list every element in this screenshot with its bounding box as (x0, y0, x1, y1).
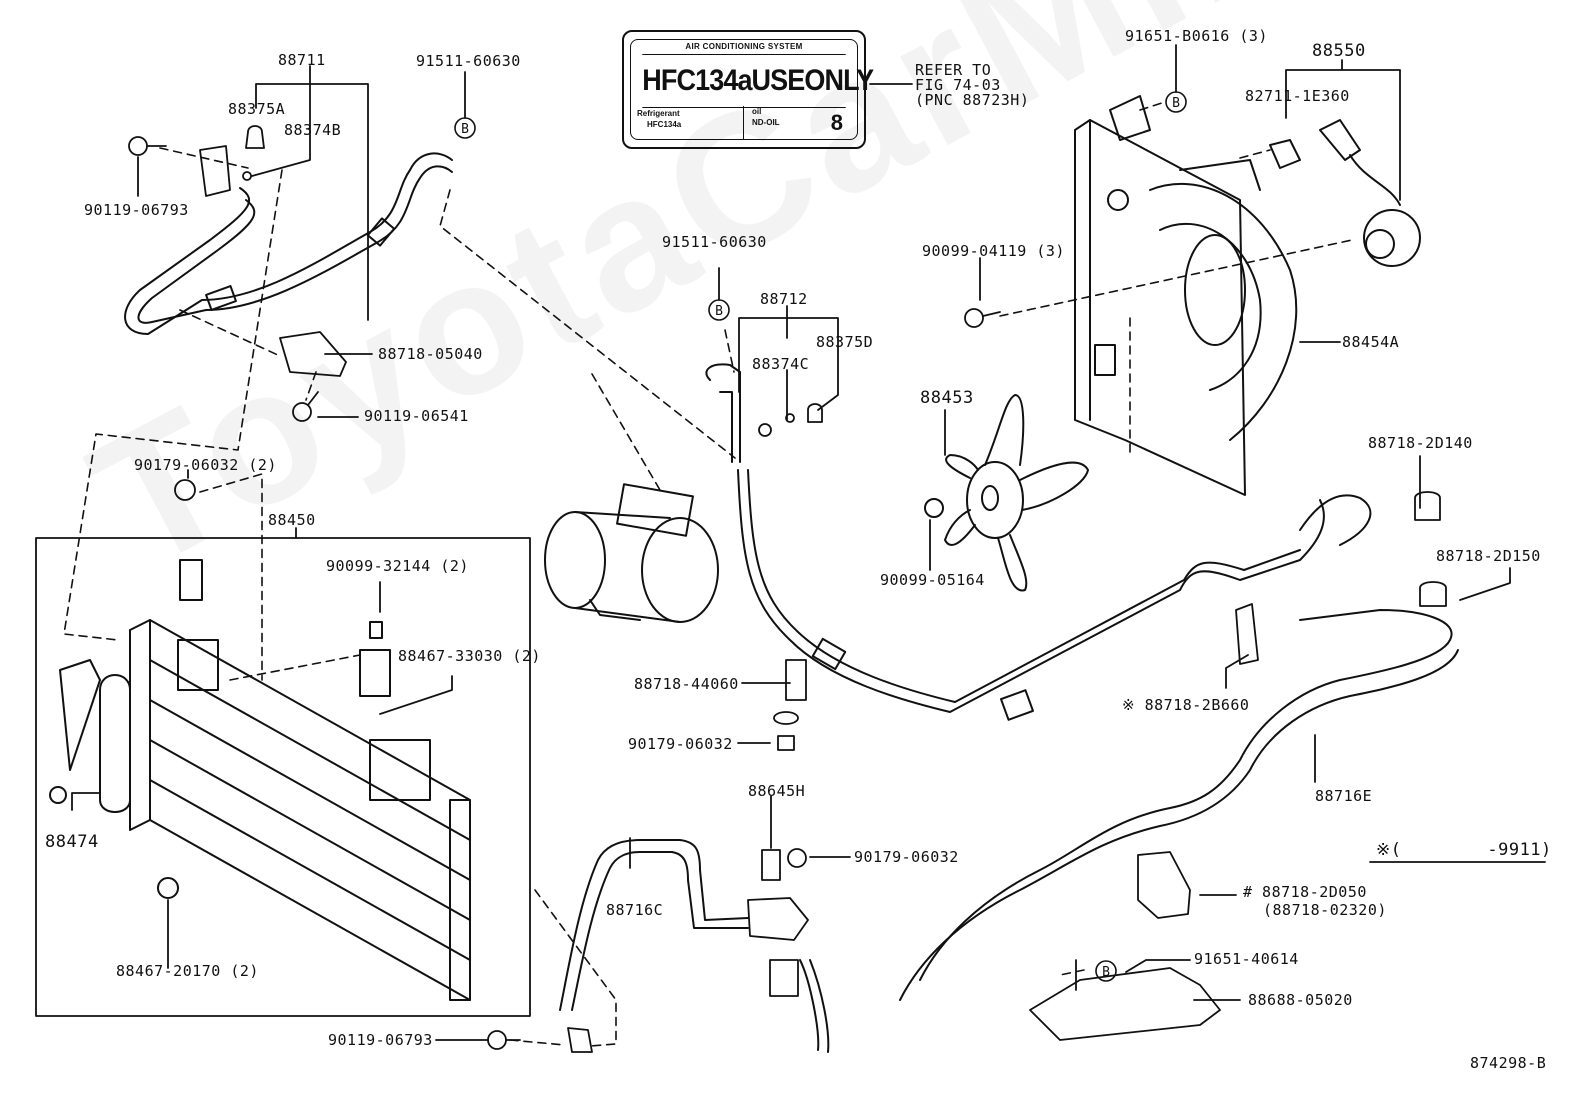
part-88718-2D150[interactable]: 88718-2D150 (1436, 547, 1541, 565)
part-88716E[interactable]: 88716E (1315, 787, 1373, 805)
part-90179-06032-x2[interactable]: 90179-06032 (2) (134, 456, 277, 474)
part-88467-20170[interactable]: 88467-20170 (2) (116, 962, 259, 980)
callout-b-4: B (1102, 965, 1110, 980)
plate-refrigerant-label: Refrigerant (637, 109, 680, 118)
figure-id: 874298-B (1470, 1054, 1547, 1072)
part-91651-B0616[interactable]: 91651-B0616 (3) (1125, 27, 1268, 45)
footnote-date-range: ※( -9911) (1376, 840, 1552, 860)
part-88374C[interactable]: 88374C (752, 355, 810, 373)
part-88474[interactable]: 88474 (45, 832, 99, 852)
part-88718-44060[interactable]: 88718-44060 (634, 675, 739, 693)
part-88467-33030[interactable]: 88467-33030 (2) (398, 647, 541, 665)
condenser-88450 (49, 559, 471, 1001)
part-88688-05020[interactable]: 88688-05020 (1248, 991, 1353, 1009)
part-91651-40614[interactable]: 91651-40614 (1194, 950, 1299, 968)
part-88550[interactable]: 88550 (1312, 41, 1366, 61)
part-88375D[interactable]: 88375D (816, 333, 874, 351)
fasteners (128, 125, 1447, 1053)
part-90099-32144[interactable]: 90099-32144 (2) (326, 557, 469, 575)
fan-88453 (924, 394, 1089, 592)
part-91511-60630-top[interactable]: 91511-60630 (416, 52, 521, 70)
refer-line-2: FIG 74-03 (915, 76, 1001, 94)
plate-oil: oil ND-OIL (743, 106, 780, 140)
part-88375A[interactable]: 88375A (228, 100, 286, 118)
part-88450[interactable]: 88450 (268, 511, 316, 529)
leader-lines (35, 44, 1546, 1041)
callout-b-1: B (461, 122, 469, 137)
hose-88716C (559, 839, 830, 1053)
part-88718-2D140[interactable]: 88718-2D140 (1368, 434, 1473, 452)
refer-line-3: (PNC 88723H) (915, 91, 1030, 109)
part-90119-06541[interactable]: 90119-06541 (364, 407, 469, 425)
part-90179-06032-low[interactable]: 90179-06032 (854, 848, 959, 866)
part-91511-60630-mid[interactable]: 91511-60630 (662, 233, 767, 251)
part-88718-2B660[interactable]: ※ 88718-2B660 (1122, 696, 1250, 714)
part-90099-04119[interactable]: 90099-04119 (3) (922, 242, 1065, 260)
hose-88711 (124, 152, 453, 335)
footnote-symbol: ※ (1376, 840, 1391, 860)
part-90099-05164[interactable]: 90099-05164 (880, 571, 985, 589)
plate-inner: AIR CONDITIONING SYSTEM HFC134aUSEONLY R… (630, 39, 874, 140)
footnote-text: ( -9911) (1390, 840, 1552, 860)
part-90119-06793-bottom[interactable]: 90119-06793 (328, 1031, 433, 1049)
callout-markers (454, 91, 1187, 982)
plate-refrigerant: Refrigerant HFC134a (637, 108, 681, 130)
fan-shroud-88454A (1074, 95, 1298, 496)
plate-oil-value: ND-OIL (752, 118, 780, 127)
part-88454A[interactable]: 88454A (1342, 333, 1400, 351)
part-88716C[interactable]: 88716C (606, 901, 664, 919)
plate-refrigerant-value: HFC134a (647, 120, 682, 129)
callout-b-2: B (715, 304, 723, 319)
hose-88716E (899, 494, 1459, 1001)
part-82711-1E360[interactable]: 82711-1E360 (1245, 87, 1350, 105)
part-88645H[interactable]: 88645H (748, 782, 806, 800)
part-88711[interactable]: 88711 (278, 51, 326, 69)
part-88374B[interactable]: 88374B (284, 121, 342, 139)
part-90179-06032-mid[interactable]: 90179-06032 (628, 735, 733, 753)
part-88453[interactable]: 88453 (920, 388, 974, 408)
fan-motor-88550 (1269, 119, 1421, 267)
pipe-88712 (705, 363, 1325, 721)
part-90119-06793-top[interactable]: 90119-06793 (84, 201, 189, 219)
plate-number: 8 (830, 110, 843, 135)
part-88718-05040[interactable]: 88718-05040 (378, 345, 483, 363)
refrigerant-label-plate: AIR CONDITIONING SYSTEM HFC134aUSEONLY R… (622, 30, 874, 149)
compressor (544, 483, 719, 623)
plate-oil-label: oil (752, 107, 762, 116)
part-88718-02320[interactable]: (88718-02320) (1263, 901, 1387, 919)
refer-line-1: REFER TO (915, 61, 992, 79)
plate-main-text: HFC134aUSEONLY (642, 54, 874, 108)
part-88712[interactable]: 88712 (760, 290, 808, 308)
callout-b-3: B (1172, 96, 1180, 111)
plate-header: AIR CONDITIONING SYSTEM (685, 42, 803, 51)
part-88718-2D050[interactable]: # 88718-2D050 (1243, 883, 1367, 901)
